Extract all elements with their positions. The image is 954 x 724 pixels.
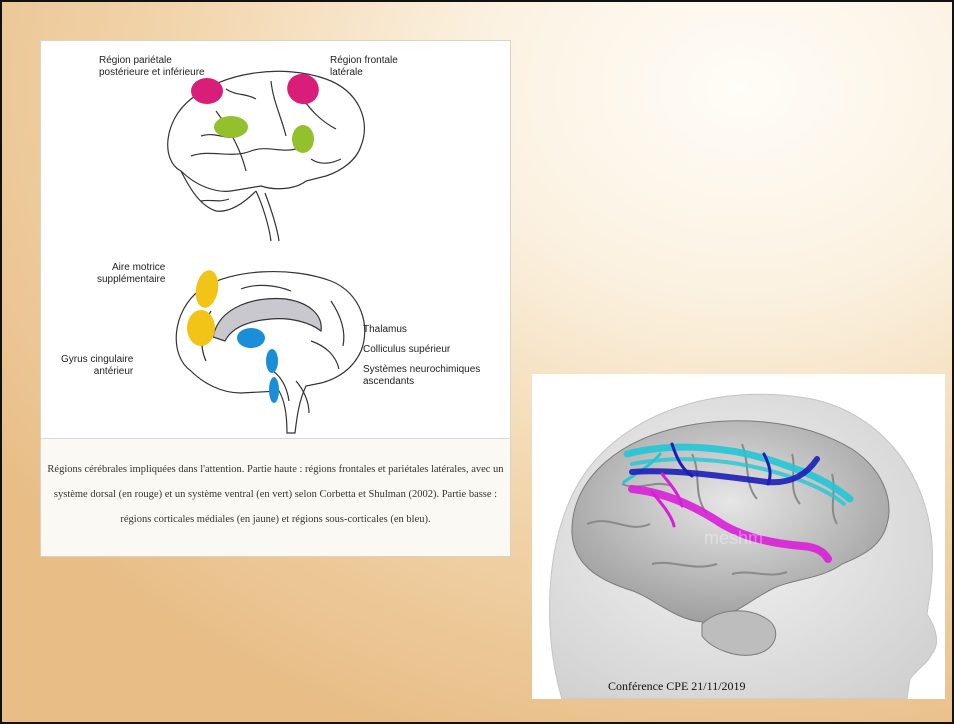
- ventral-parietal-blob: [214, 116, 248, 138]
- tractography-render: meshm: [532, 374, 945, 699]
- label-parietal: Région pariétale postérieure et inférieu…: [99, 55, 205, 79]
- conference-footer: Conférence CPE 21/11/2019: [608, 679, 746, 694]
- brainstem-blob: [269, 377, 279, 403]
- colliculus-blob: [266, 349, 278, 373]
- label-gyrus: Gyrus cingulaire antérieur: [61, 354, 133, 378]
- watermark: meshm: [704, 528, 763, 548]
- brain-diagram: Région pariétale postérieure et inférieu…: [41, 41, 510, 439]
- label-systemes: Systèmes neurochimiques ascendants: [363, 364, 480, 388]
- dorsal-parietal-blob: [191, 78, 223, 104]
- medial-cingulate-blob: [187, 310, 215, 346]
- label-sma: Aire motrice supplémentaire: [97, 262, 165, 286]
- attention-figure: Région pariétale postérieure et inférieu…: [40, 40, 511, 557]
- tractography-image: meshm: [532, 374, 945, 699]
- ventral-frontal-blob: [292, 125, 314, 153]
- label-thalamus: Thalamus: [363, 324, 407, 336]
- label-frontal: Région frontale latérale: [330, 55, 398, 79]
- label-colliculus: Colliculus supérieur: [363, 344, 450, 356]
- thalamus-blob: [237, 328, 265, 348]
- figure-caption: Régions cérébrales impliquées dans l'att…: [47, 457, 504, 532]
